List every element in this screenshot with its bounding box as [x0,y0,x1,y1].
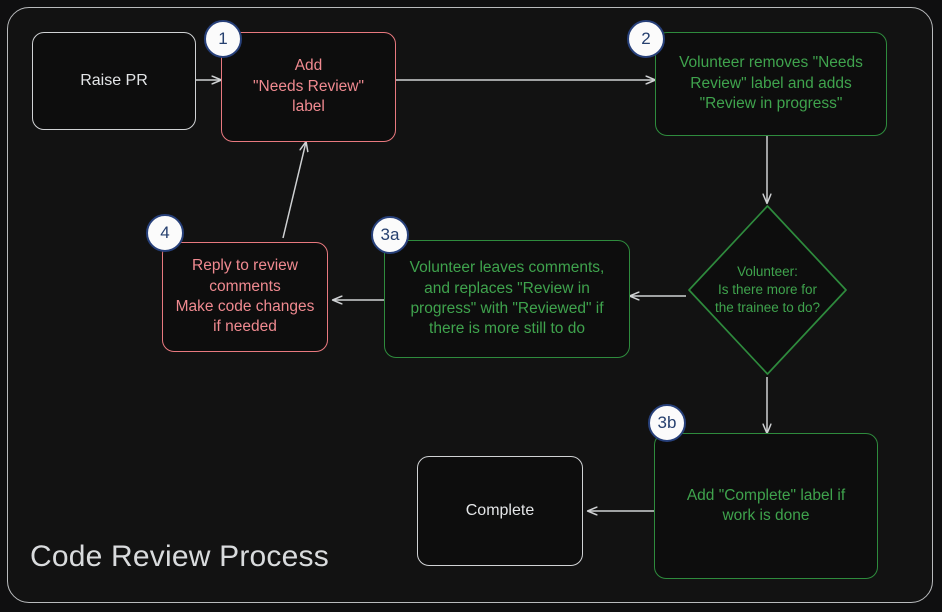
badge-step-3a-text: 3a [380,225,400,244]
badge-step-2-text: 2 [641,29,651,48]
node-reply-to-comments[interactable]: Reply to review comments Make code chang… [162,242,328,352]
node-raise-pr-label: Raise PR [80,72,148,90]
badge-step-4-text: 4 [160,223,170,242]
badge-step-3a[interactable]: 3a [371,216,409,254]
node-volunteer-comments-label: Volunteer leaves comments, and replaces … [409,259,605,338]
node-add-complete-label-label: Add "Complete" label if work is done [686,486,846,524]
node-complete[interactable]: Complete [417,456,583,566]
badge-step-3b[interactable]: 3b [648,404,686,442]
node-reply-to-comments-label: Reply to review comments Make code chang… [175,257,315,336]
node-volunteer-relabel-label: Volunteer removes "Needs Review" label a… [679,54,863,113]
node-volunteer-decision-label: Volunteer: Is there more for the trainee… [714,263,821,316]
badge-step-1-text: 1 [218,29,228,48]
node-volunteer-relabel[interactable]: Volunteer removes "Needs Review" label a… [655,32,887,136]
node-add-complete-label[interactable]: Add "Complete" label if work is done [654,433,878,579]
node-add-needs-review-label: Add "Needs Review" label [253,57,364,116]
edge-reply-to-addlabel [282,142,306,239]
badge-step-4[interactable]: 4 [146,214,184,252]
node-complete-label: Complete [465,502,535,520]
diagram-title: Code Review Process [30,540,329,573]
node-raise-pr[interactable]: Raise PR [32,32,196,130]
node-volunteer-decision[interactable]: Volunteer: Is there more for the trainee… [686,203,849,377]
diamond-shape [688,205,847,375]
badge-step-3b-text: 3b [657,413,677,432]
node-volunteer-comments[interactable]: Volunteer leaves comments, and replaces … [384,240,630,358]
badge-step-2[interactable]: 2 [627,20,665,58]
node-add-needs-review[interactable]: Add "Needs Review" label [221,32,396,142]
badge-step-1[interactable]: 1 [204,20,242,58]
